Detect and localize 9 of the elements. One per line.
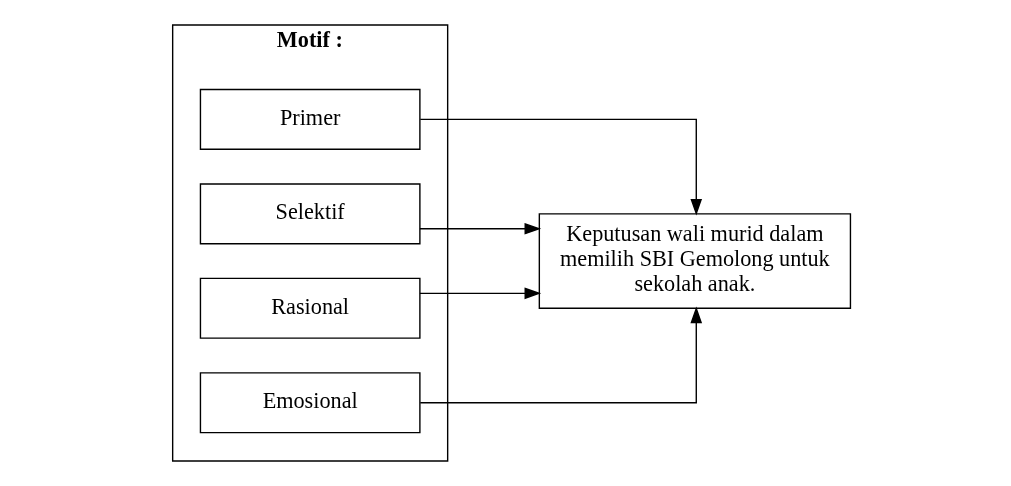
- arrow: [418, 222, 541, 235]
- node-box: Selektif: [199, 183, 421, 245]
- arrow: [419, 306, 702, 404]
- node-box: Emosional: [199, 372, 421, 434]
- node-box: Keputusan wali murid dalam memilih SBI Gemolong untuk sekolah anak.: [538, 213, 851, 309]
- arrow: [419, 118, 702, 216]
- node-box: Primer: [199, 88, 421, 150]
- node-box: Rasional: [199, 277, 421, 339]
- arrow: [418, 287, 541, 300]
